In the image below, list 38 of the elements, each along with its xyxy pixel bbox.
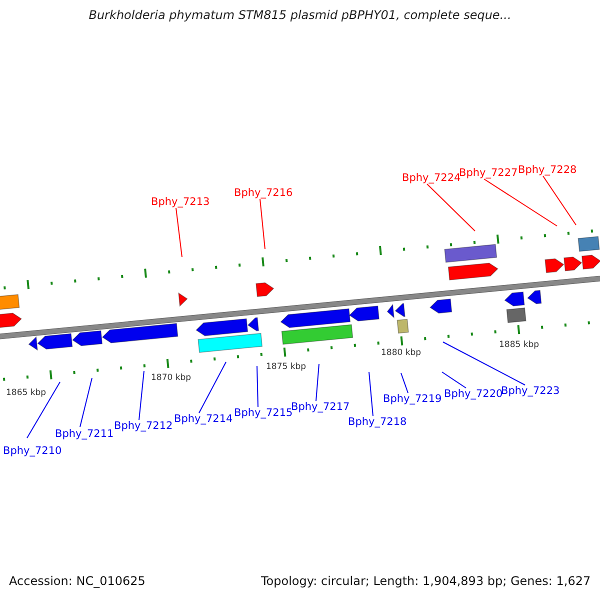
leader-line	[368, 372, 374, 416]
gene-label: Bphy_7211	[55, 428, 114, 440]
leader-line	[442, 372, 466, 388]
leader-line	[80, 378, 92, 428]
gene-label: Bphy_7213	[151, 196, 210, 208]
leader-line	[176, 208, 182, 258]
leader-line	[426, 184, 476, 232]
leader-line	[542, 176, 576, 226]
leader-line	[316, 364, 320, 402]
gene-label: Bphy_7215	[234, 407, 293, 419]
title: Burkholderia phymatum STM815 plasmid pBPHY01, complete seque...	[88, 8, 512, 22]
leader-line	[400, 372, 408, 394]
gene-label: Bphy_7220	[444, 388, 503, 400]
leader-line	[484, 178, 558, 226]
gene-label: Bphy_7216	[234, 187, 293, 199]
footer-text: Accession: NC_010625	[9, 574, 146, 588]
leader-line	[198, 362, 226, 414]
gene-label: Bphy_7219	[383, 393, 442, 405]
scale-label: 1880 kbp	[381, 348, 422, 358]
gene-label: Bphy_7217	[291, 401, 350, 413]
gene-label: Bphy_7210	[3, 445, 62, 457]
footer-text: Topology: circular; Length: 1,904,893 bp; Genes: 1,627	[261, 574, 591, 588]
gene-label: Bphy_7228	[518, 164, 577, 176]
leader-line	[256, 366, 258, 408]
scale-label: 1870 kbp	[151, 373, 192, 383]
scale-label: 1875 kbp	[266, 362, 306, 372]
gene-label: Bphy_7223	[501, 385, 560, 397]
gene-label: Bphy_7218	[348, 416, 407, 428]
gene-label: Bphy_7212	[114, 420, 173, 432]
leader-line	[26, 382, 60, 438]
leader-line	[138, 370, 144, 420]
scale-label: 1865 kbp	[6, 388, 46, 398]
gene-label: Bphy_7227	[459, 167, 518, 179]
gene-label: Bphy_7224	[402, 172, 461, 184]
leader-line	[442, 342, 526, 386]
gene-label: Bphy_7214	[174, 413, 233, 425]
leader-line	[260, 198, 266, 250]
scale-label: 1885 kbp	[499, 340, 540, 350]
